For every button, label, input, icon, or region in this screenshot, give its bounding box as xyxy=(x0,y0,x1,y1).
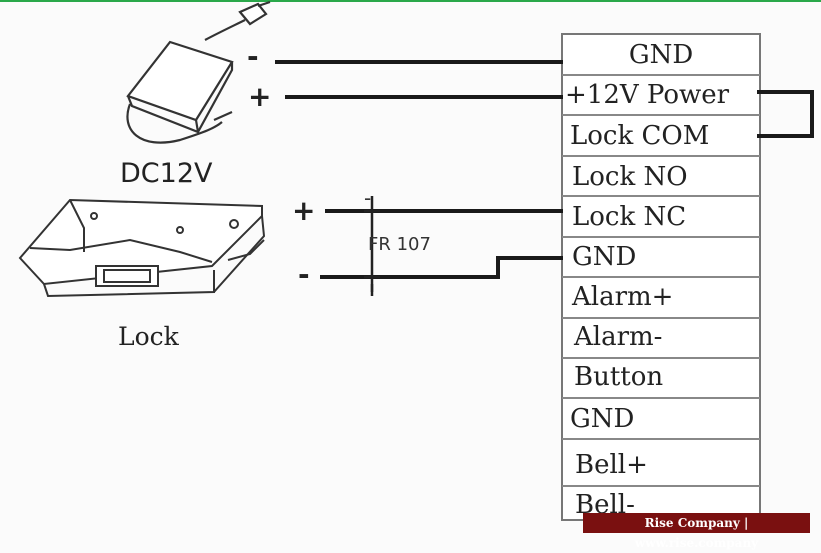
terminal-bell-plus: Bell+ xyxy=(575,450,648,480)
power-minus-mark: - xyxy=(247,40,259,73)
terminal-12v-power: +12V Power xyxy=(565,80,730,110)
terminal-lock-no: Lock NO xyxy=(572,162,688,192)
power-supply-label: DC12V xyxy=(120,158,213,189)
terminal-button: Button xyxy=(574,362,664,392)
terminal-gnd-2: GND xyxy=(572,242,637,272)
diode-fr107 xyxy=(364,196,380,296)
lock-gnd-wire xyxy=(320,256,563,279)
jumper-wire xyxy=(757,90,814,138)
diode-label: FR 107 xyxy=(368,234,431,255)
power-plus-mark: + xyxy=(248,80,272,113)
watermark: Rise Company | www.rise.company xyxy=(583,513,810,550)
lock-icon xyxy=(18,198,266,298)
terminal-lock-nc: Lock NC xyxy=(572,202,687,232)
diode-minus-mark: - xyxy=(364,186,372,210)
terminal-alarm-minus: Alarm- xyxy=(574,322,663,352)
terminal-alarm-plus: Alarm+ xyxy=(572,282,674,312)
lock-minus-mark: - xyxy=(298,258,310,291)
terminal-dividers xyxy=(562,74,760,487)
terminal-lock-com: Lock COM xyxy=(570,121,710,151)
terminal-gnd: GND xyxy=(628,40,694,70)
terminal-gnd-3: GND xyxy=(570,404,635,434)
power-adapter-icon xyxy=(126,0,271,144)
lock-label: Lock xyxy=(118,322,179,351)
lock-plus-mark: + xyxy=(292,194,316,227)
